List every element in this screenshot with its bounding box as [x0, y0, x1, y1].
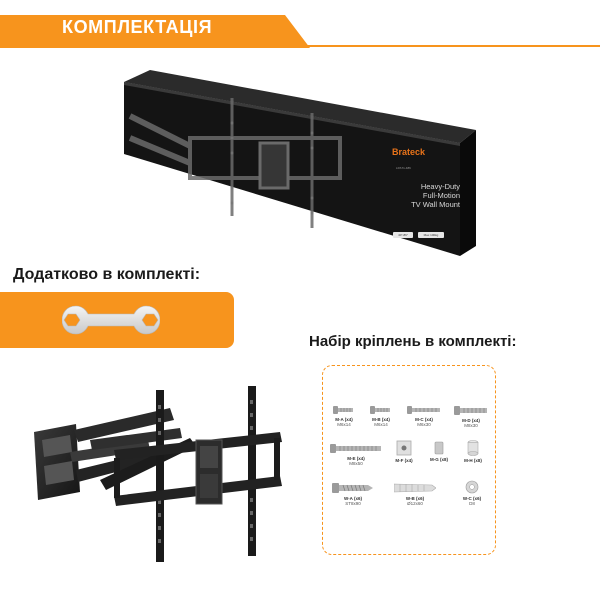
box-brand-logo: Brateck: [392, 147, 426, 157]
long-bolt-icon: [330, 444, 381, 453]
part-size: M8x50: [349, 461, 363, 466]
part-item: M-B (x4) M6x14: [366, 405, 396, 427]
part-item: M-F (x4): [392, 440, 416, 463]
bolt-icon: [454, 406, 487, 415]
part-label: M-C (x4): [415, 417, 433, 422]
page-title: КОМПЛЕКТАЦІЯ: [62, 17, 213, 37]
product-box-image: [120, 68, 480, 258]
bolt-icon: [407, 406, 440, 414]
box-model: LPA71-486: [396, 166, 411, 170]
bolt-icon: [333, 406, 353, 414]
part-item: M-H (x8): [460, 440, 486, 463]
header-banner: [0, 15, 310, 48]
part-label: M-D (x4): [462, 418, 480, 423]
part-item: W-C (x6) D8: [456, 480, 488, 506]
kit-frame: [322, 365, 496, 555]
part-item: M-E (x4) M8x50: [328, 443, 384, 466]
spacer-icon: [467, 440, 479, 456]
box-description-line: TV Wall Mount: [411, 200, 460, 209]
part-size: ST8x90: [345, 501, 361, 506]
part-label: M-G (x8): [430, 457, 448, 462]
header-shape: [0, 15, 310, 48]
part-item: M-D (x4) M8x30: [452, 405, 490, 428]
part-item: M-G (x8): [427, 441, 451, 462]
part-item: W-B (x6) Ø12x60: [390, 482, 440, 506]
wrench-icon: [62, 305, 160, 335]
part-size: M6x14: [374, 422, 388, 427]
wood-screw-icon: [332, 483, 373, 493]
part-item: M-A (x4) M6x14: [329, 405, 359, 427]
bolt-icon: [370, 406, 390, 414]
part-label: M-E (x4): [347, 456, 365, 461]
part-label: W-A (x6): [344, 496, 362, 501]
part-label: W-B (x6): [405, 496, 425, 501]
box-size-chip: 40"-86": [393, 232, 413, 238]
part-label: M-A (x4): [335, 417, 353, 422]
part-size: M8x30: [464, 423, 478, 428]
part-label: M-F (x4): [395, 458, 413, 463]
part-size: D8: [469, 501, 475, 506]
part-item: W-A (x6) ST8x90: [328, 482, 378, 506]
part-label: M-H (x8): [464, 458, 482, 463]
part-size: Ø12x60: [407, 501, 423, 506]
box-description-line: Heavy-Duty: [420, 182, 460, 191]
part-item: M-C (x4) M6x30: [404, 405, 444, 427]
header-divider: [300, 45, 600, 47]
part-label: M-B (x4): [372, 417, 390, 422]
part-size: M6x14: [337, 422, 351, 427]
box-description-line: Full-Motion: [422, 191, 460, 200]
box-description: Heavy-Duty Full-Motion TV Wall Mount: [364, 182, 460, 209]
nut-icon: [434, 441, 444, 455]
washer-icon: [465, 480, 479, 494]
wall-anchor-icon: [394, 483, 436, 493]
additional-title: Додатково в комплекті:: [13, 266, 201, 283]
kit-title: Набір кріплень в комплекті:: [309, 333, 517, 350]
box-load-chip: Max 100kg: [418, 232, 444, 238]
part-size: M6x30: [417, 422, 431, 427]
tv-mount-image: [34, 386, 282, 562]
part-label: W-C (x6): [462, 496, 482, 501]
square-washer-icon: [396, 440, 412, 456]
